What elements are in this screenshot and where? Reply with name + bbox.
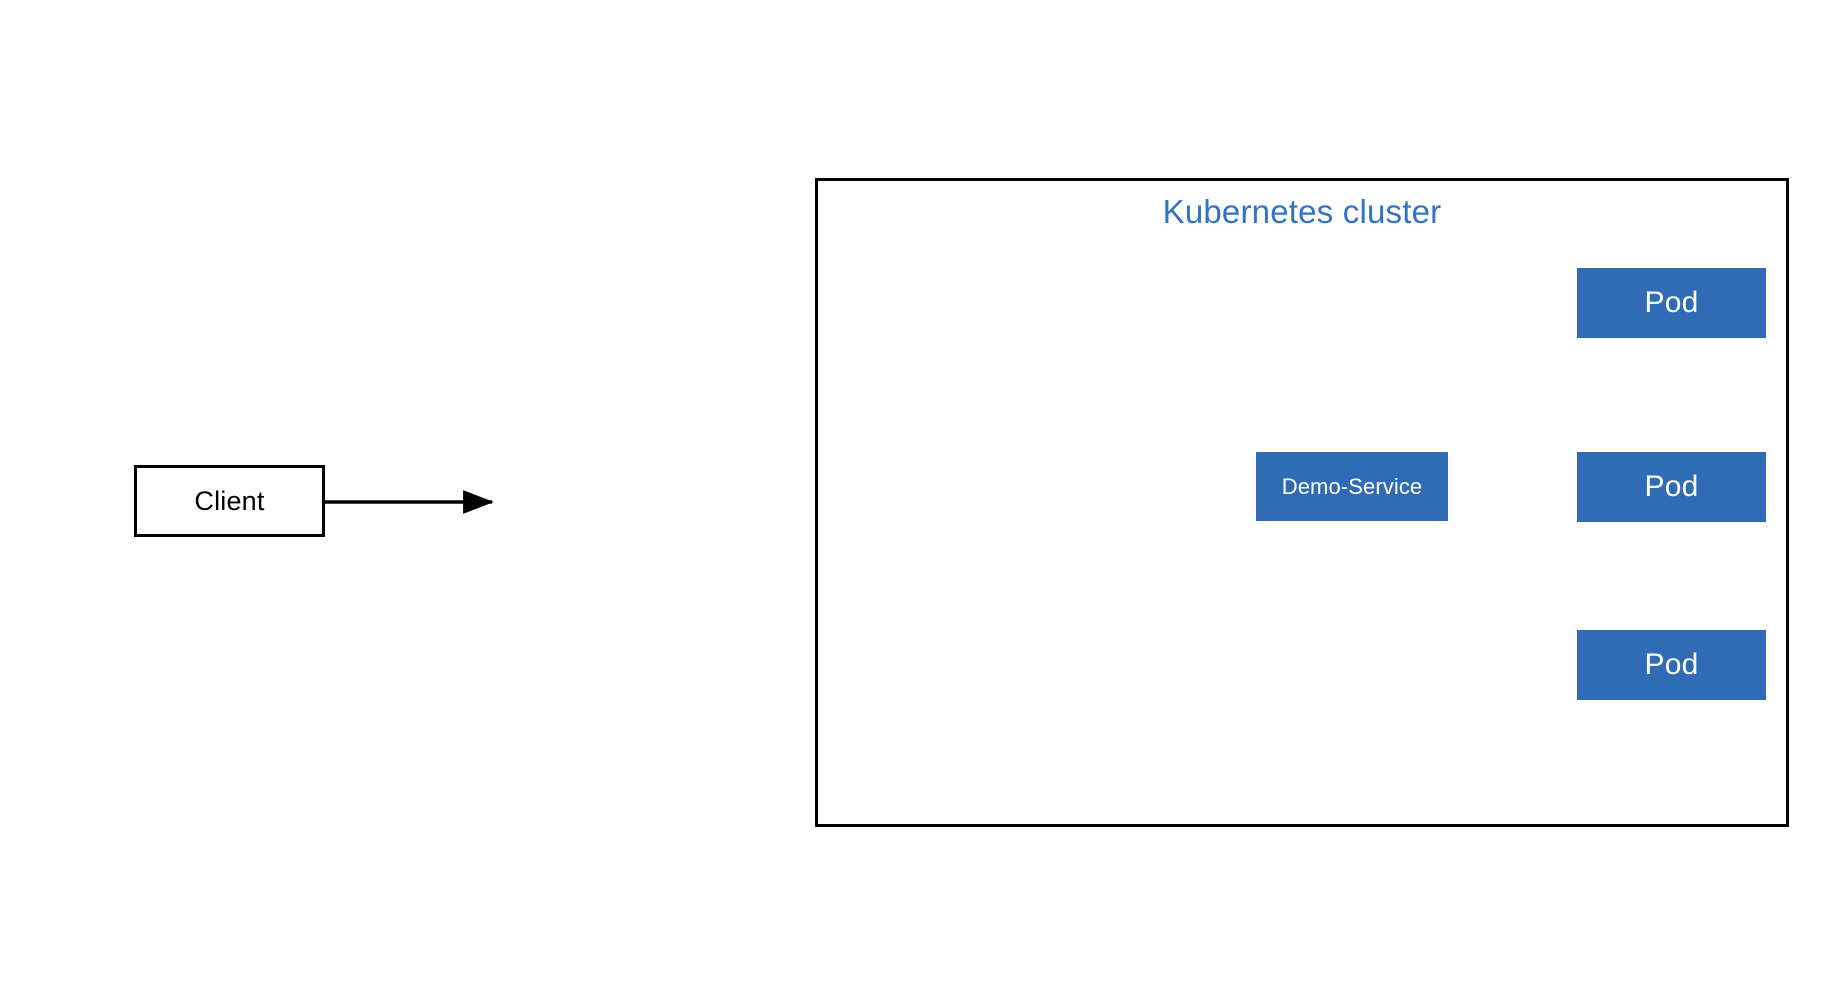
pod-node-1[interactable]: Pod <box>1577 268 1766 338</box>
pod-node-2[interactable]: Pod <box>1577 452 1766 522</box>
pod-node-1-label: Pod <box>1644 286 1699 319</box>
kubernetes-cluster-title: Kubernetes cluster <box>1162 193 1442 230</box>
demo-service-node-label: Demo-Service <box>1281 473 1423 499</box>
client-node-label: Client <box>194 485 265 516</box>
client-node[interactable]: Client <box>134 465 325 537</box>
pod-node-3[interactable]: Pod <box>1577 630 1766 700</box>
demo-service-node[interactable]: Demo-Service <box>1256 452 1448 521</box>
pod-node-2-label: Pod <box>1644 470 1699 503</box>
pod-node-3-label: Pod <box>1644 648 1699 681</box>
